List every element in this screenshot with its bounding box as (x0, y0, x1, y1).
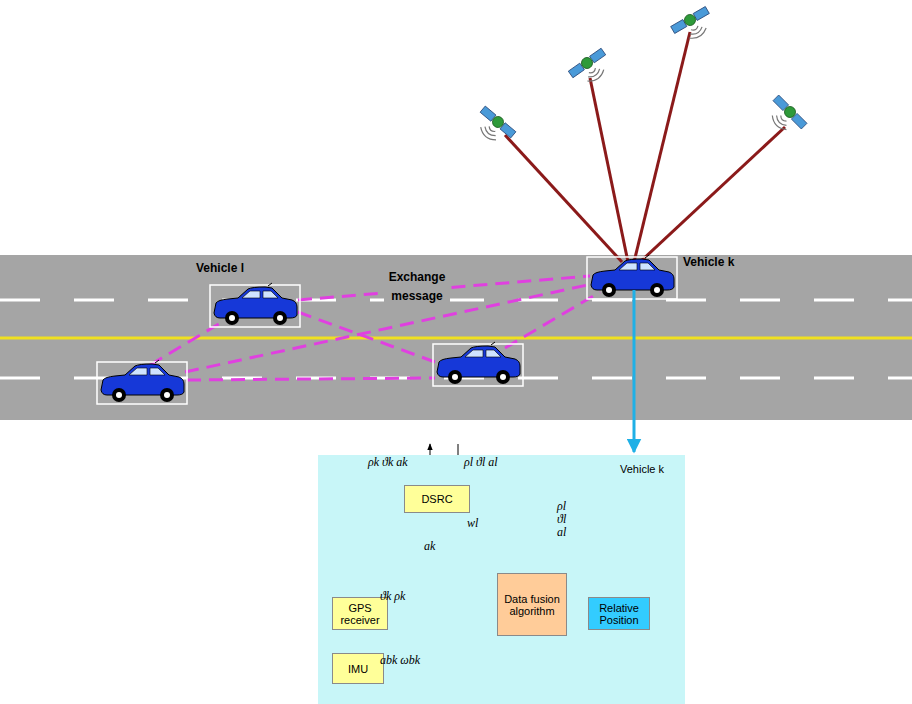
signal-label: ak (424, 540, 435, 553)
vehicle (587, 255, 677, 299)
box-label: Relative Position (589, 602, 649, 626)
road (0, 255, 912, 420)
imu-box: IMU (332, 653, 384, 684)
signal-label: ρl ϑl al (557, 500, 574, 539)
message-label: Exchange message (384, 268, 450, 306)
vehicle-label: Vehicle l (196, 261, 276, 275)
center-line (0, 337, 912, 340)
satellite (762, 94, 808, 140)
box-label: Data fusion algorithm (498, 593, 566, 617)
vehicle (210, 283, 300, 327)
output-box: Relative Position (588, 597, 650, 630)
box-label: GPS receiver (333, 602, 387, 626)
satellite (670, 5, 717, 46)
vehicle-panel: Vehicle k DSRC GPS receiverIMU Data fusion … (318, 455, 685, 704)
panel-title: Vehicle k (617, 463, 667, 475)
box-label: DSRC (418, 493, 455, 505)
signal-label: ρl ϑl al (464, 456, 524, 469)
signal-label: ϑk ρk (380, 590, 405, 603)
exchange-links (150, 276, 600, 380)
detail-arrow (633, 290, 636, 452)
signal-label: abk ωbk (380, 654, 420, 667)
vehicle (97, 360, 187, 404)
signal-label: ρk ϑk ak (368, 456, 426, 469)
satellite (470, 105, 516, 149)
lane-line (0, 299, 912, 302)
signal-label: wl (467, 517, 478, 530)
vehicle (433, 342, 523, 386)
satellite-links (505, 32, 785, 262)
vehicle-label: Vehicle k (683, 255, 763, 269)
dsrc-box: DSRC (404, 485, 470, 513)
fusion-box: Data fusion algorithm (497, 573, 567, 636)
box-label: IMU (345, 663, 371, 675)
gps-box: GPS receiver (332, 597, 388, 630)
satellite (567, 47, 614, 90)
